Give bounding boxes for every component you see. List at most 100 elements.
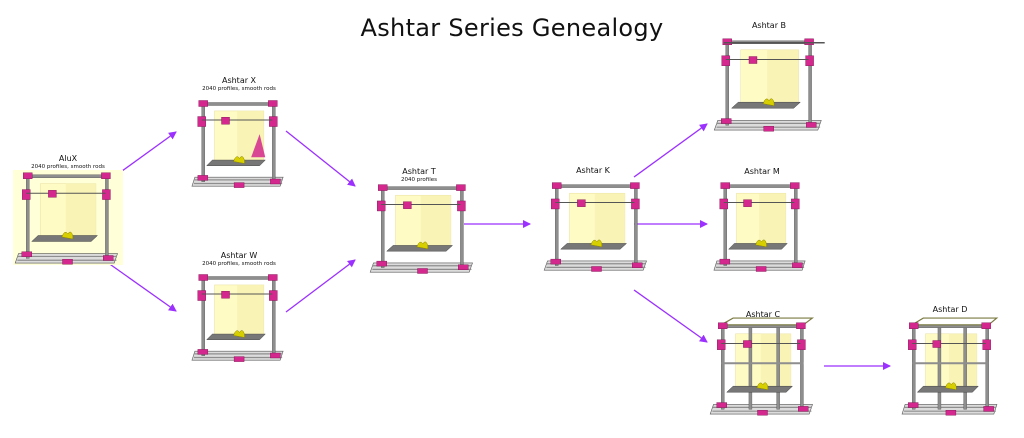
corner-bracket-top-right: [981, 322, 991, 329]
heated-bed: [728, 243, 788, 250]
extruder-carriage: [932, 340, 942, 348]
foot-bracket-center: [763, 126, 774, 132]
frame-pillar: [808, 40, 812, 126]
extruder-carriage: [743, 340, 752, 348]
node-name: Ashtar C: [745, 310, 781, 319]
foot-bracket-left: [197, 175, 209, 181]
node-ashtar-t-illustration: [369, 184, 473, 274]
x-carriage-mount: [22, 189, 31, 200]
z-mount-right: [269, 290, 278, 301]
corner-bracket-top-left: [722, 38, 732, 45]
foot-bracket-center: [755, 266, 767, 272]
node-ashtar-k-illustration: [543, 182, 647, 272]
corner-bracket-top-right: [630, 182, 640, 189]
frame-pillar: [794, 184, 798, 266]
corner-bracket-top-right: [804, 38, 814, 45]
frame-pillar: [634, 184, 638, 266]
node-ashtar-k-label: Ashtar K: [523, 166, 663, 175]
printed-part: [416, 241, 429, 250]
print-volume-side: [420, 195, 451, 247]
foot-bracket-right: [102, 255, 114, 261]
printed-part: [944, 382, 957, 390]
heated-bed: [916, 385, 979, 393]
foot-bracket-center: [417, 268, 428, 274]
foot-bracket-right: [270, 352, 281, 359]
frame-pillar: [381, 186, 385, 268]
edge-ashtar-k-to-ashtar-b: [633, 123, 708, 178]
node-name: Ashtar X: [221, 76, 257, 85]
extruder-carriage: [221, 291, 230, 299]
node-ashtar-x-illustration: [191, 100, 284, 188]
node-ashtar-d-label: Ashtar D: [880, 305, 1020, 314]
extruder-carriage: [221, 117, 230, 125]
frame-pillar: [723, 184, 727, 266]
node-ashtar-m-label: Ashtar M: [692, 167, 832, 176]
x-carriage-mount: [377, 200, 386, 212]
frame-mid-beam: [721, 362, 804, 365]
x-carriage-mount: [908, 339, 917, 350]
frame-top-beam: [381, 186, 464, 190]
node-name: AluX: [58, 154, 78, 163]
print-volume-side: [767, 49, 799, 104]
diagram-title: Ashtar Series Genealogy: [360, 14, 664, 42]
foot-bracket-right: [458, 264, 469, 270]
node-ashtar-b-label: Ashtar B: [699, 21, 839, 30]
z-mount-right: [805, 55, 814, 66]
heated-bed: [31, 235, 99, 242]
corner-bracket-top-right: [790, 182, 800, 189]
print-volume-side: [594, 193, 625, 245]
node-ashtar-w-illustration: [191, 274, 284, 362]
extruder-carriage: [48, 190, 57, 198]
frame-pillar: [26, 174, 30, 259]
x-carriage-mount: [197, 116, 206, 127]
node-name: Ashtar K: [576, 166, 610, 175]
frame-top-beam: [201, 102, 276, 106]
frame-pillar: [725, 40, 729, 126]
frame-mid-beam: [912, 362, 989, 365]
frame-pillar: [776, 324, 780, 410]
z-mount-right: [102, 189, 111, 200]
corner-bracket-top-left: [378, 184, 388, 191]
node-alux-illustration: [13, 170, 123, 265]
node-ashtar-b-illustration: [713, 38, 825, 132]
frame-top-beam: [26, 174, 109, 178]
foot-bracket-right: [983, 406, 994, 412]
node-name: Ashtar B: [751, 21, 787, 30]
frame-pillar: [800, 324, 804, 410]
extruder-carriage: [748, 56, 758, 64]
extruder-carriage: [577, 199, 586, 207]
frame-pillar: [201, 102, 205, 182]
corner-bracket-top-left: [720, 182, 730, 189]
node-name: Ashtar W: [220, 251, 258, 260]
x-carriage-mount: [551, 198, 560, 210]
print-volume-side: [65, 183, 96, 237]
foot-bracket-right: [798, 406, 809, 412]
foot-bracket-center: [757, 410, 768, 416]
node-description: 2040 profiles, smooth rods: [202, 86, 276, 92]
corner-bracket-top-left: [552, 182, 562, 189]
foot-bracket-right: [792, 262, 803, 268]
z-mount-right: [269, 116, 278, 127]
foot-bracket-left: [21, 251, 32, 257]
side-brace: [251, 134, 266, 158]
frame-top-beam: [723, 184, 798, 188]
frame-pillar: [105, 174, 109, 259]
edge-ashtar-x-to-ashtar-t: [285, 130, 356, 187]
print-volume-side: [948, 333, 977, 388]
foot-bracket-left: [721, 118, 732, 124]
z-mount-right: [791, 198, 800, 210]
x-carriage-mount: [717, 339, 726, 350]
heated-bed: [206, 333, 266, 340]
frame-top-beam: [555, 184, 638, 188]
x-carriage-mount: [197, 290, 206, 301]
heated-bed: [726, 385, 794, 393]
edge-ashtar-w-to-ashtar-t: [285, 259, 356, 313]
foot-bracket-left: [907, 402, 919, 408]
frame-top-plane: [718, 317, 815, 326]
corner-bracket-top-right: [268, 100, 278, 107]
node-name: Ashtar M: [744, 167, 780, 176]
foot-bracket-left: [376, 260, 387, 267]
